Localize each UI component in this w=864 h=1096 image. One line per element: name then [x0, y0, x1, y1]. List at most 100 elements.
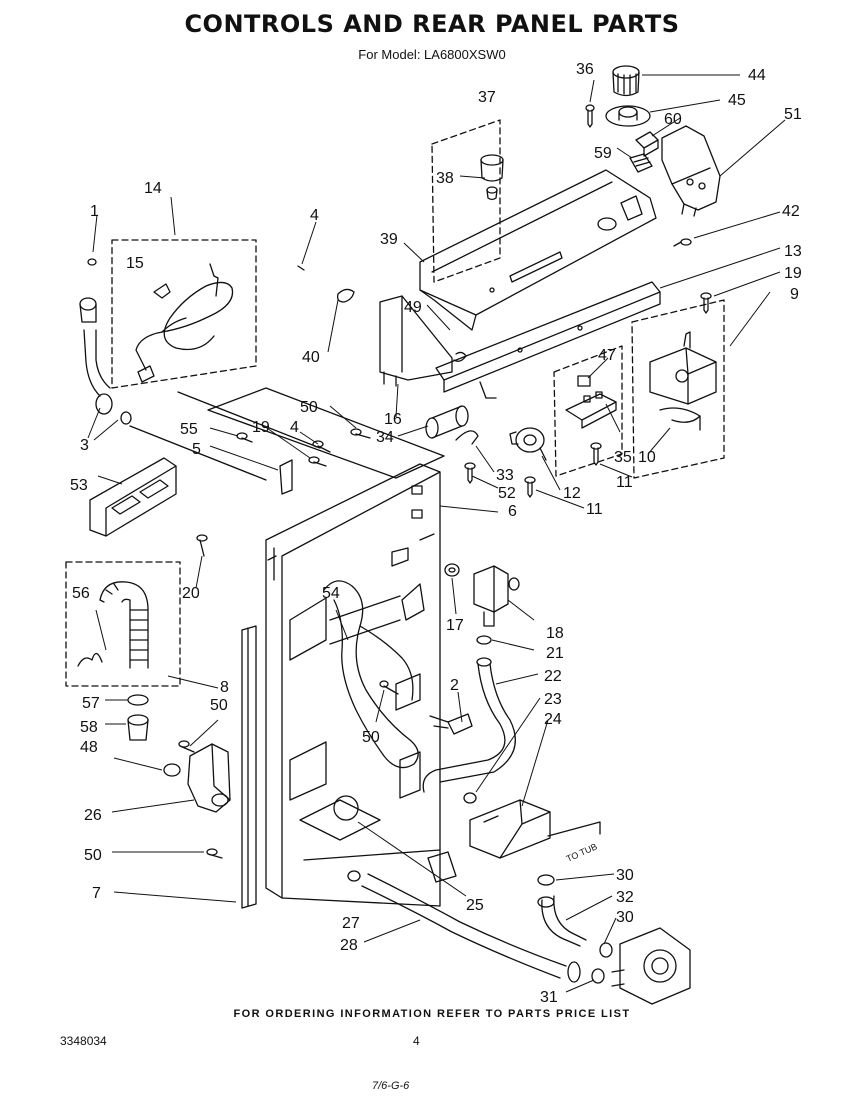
callout-10: 10 [638, 449, 656, 466]
callout-6: 6 [508, 503, 517, 520]
screw-42 [673, 238, 692, 247]
relay-2 [429, 713, 473, 735]
callout-48: 48 [80, 739, 98, 756]
strap-33 [455, 430, 479, 484]
washer-1 [87, 258, 97, 266]
coupling-58 [127, 714, 149, 741]
clamp-30 [599, 942, 613, 958]
callout-51: 51 [784, 106, 802, 123]
callout-25: 25 [466, 897, 484, 914]
callout-59: 59 [594, 145, 612, 162]
group-box-35 [553, 345, 623, 477]
top-frame [129, 387, 445, 481]
hose-22 [422, 657, 516, 793]
callout-1: 1 [90, 203, 99, 220]
nut-17 [444, 563, 460, 577]
timer-9 [649, 331, 717, 405]
callout-11-a: 11 [616, 474, 633, 491]
to-tub-bracket [547, 821, 601, 837]
dial-45 [605, 105, 651, 127]
callout-54: 54 [322, 585, 340, 602]
callout-37: 37 [478, 89, 496, 106]
switch-60 [635, 131, 659, 157]
callout-2: 2 [450, 677, 459, 694]
capacitor-34 [425, 405, 469, 439]
clamp-31 [591, 968, 605, 984]
callout-13: 13 [784, 243, 802, 260]
clamp-57 [127, 694, 149, 706]
callout-36: 36 [576, 61, 594, 78]
callout-39: 39 [380, 231, 398, 248]
screw-55 [236, 432, 253, 443]
switch-47 [577, 375, 591, 387]
callout-30-a: 30 [616, 867, 634, 884]
bracket-5 [279, 459, 293, 495]
callout-28: 28 [340, 937, 358, 954]
hose-32 [537, 874, 587, 947]
callout-50-a: 50 [300, 399, 318, 416]
cabinet-edge-7 [241, 625, 257, 909]
callout-60: 60 [664, 111, 682, 128]
callout-7: 7 [92, 885, 101, 902]
callout-18: 18 [546, 625, 564, 642]
callout-49: 49 [404, 299, 422, 316]
coupling-31 [567, 961, 581, 983]
callout-50-d: 50 [84, 847, 102, 864]
group-box-56 [65, 561, 181, 687]
clamp-23 [463, 792, 477, 804]
leader-lines [87, 74, 786, 993]
group-box-14 [111, 239, 257, 389]
clamp-27 [347, 870, 361, 882]
callout-20: 20 [182, 585, 200, 602]
callout-26: 26 [84, 807, 102, 824]
callout-numbers: 1 2 3 4 4 5 6 7 8 9 10 11 11 12 13 14 15… [70, 61, 802, 1006]
callout-42: 42 [782, 203, 800, 220]
console-panel-39 [419, 169, 657, 331]
callout-23: 23 [544, 691, 562, 708]
to-tub-label: TO TUB [565, 841, 599, 863]
switch-12 [509, 427, 547, 461]
screw-19-mid [308, 456, 327, 467]
pump-housing [611, 927, 691, 1005]
end-cap-49 [379, 295, 467, 387]
screw-36 [585, 104, 595, 128]
callout-31: 31 [540, 989, 558, 1006]
screw-50-top [350, 428, 371, 439]
callout-11-b: 11 [586, 501, 603, 518]
screw-4 [312, 440, 331, 453]
callout-27: 27 [342, 915, 360, 932]
inlet-hose-3 [79, 297, 113, 415]
document-number: 3348034 [60, 1034, 107, 1048]
knob-44 [612, 65, 640, 97]
page-title: CONTROLS AND REAR PANEL PARTS [184, 10, 680, 38]
bracket-26 [187, 743, 231, 813]
screw-20 [196, 534, 208, 557]
page-number: 4 [413, 1034, 420, 1048]
ordering-note: FOR ORDERING INFORMATION REFER TO PARTS … [233, 1008, 631, 1020]
rear-panel-6 [265, 463, 441, 907]
group-box-9 [631, 299, 725, 479]
callout-38: 38 [436, 170, 454, 187]
callout-33: 33 [496, 467, 514, 484]
hose-28 [361, 873, 567, 979]
washer-21 [476, 635, 492, 645]
screw-50-bottom [206, 848, 223, 859]
callout-17: 17 [446, 617, 464, 634]
screw-19-top [700, 292, 712, 314]
callout-24: 24 [544, 711, 562, 728]
switch-block-35 [565, 391, 617, 429]
callout-35: 35 [614, 449, 632, 466]
callout-19-a: 19 [784, 265, 802, 282]
callout-34: 34 [376, 429, 394, 446]
callout-4-b: 4 [290, 419, 299, 436]
callout-52: 52 [498, 485, 516, 502]
callout-40: 40 [302, 349, 320, 366]
callout-50-c: 50 [362, 729, 380, 746]
model-subtitle: For Model: LA6800XSW0 [358, 47, 506, 62]
screw-50-left [178, 740, 195, 753]
drain-hose-56 [77, 581, 149, 669]
callout-3: 3 [80, 437, 89, 454]
callout-53: 53 [70, 477, 88, 494]
callout-22: 22 [544, 668, 562, 685]
